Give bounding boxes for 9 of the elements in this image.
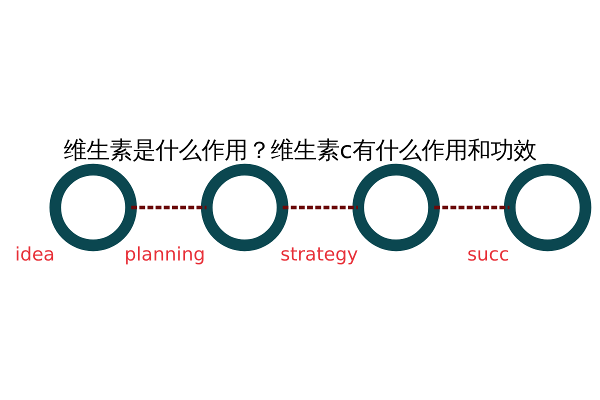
diagram-title: 维生素是什么作用？维生素c有什么作用和功效 — [64, 136, 536, 164]
node-circle — [504, 163, 592, 251]
connector — [131, 205, 207, 209]
node-label: idea — [14, 244, 55, 265]
node-label: strategy — [280, 244, 358, 265]
connector — [282, 205, 358, 209]
node-label: succ — [467, 244, 510, 265]
node-label: planning — [124, 244, 206, 265]
connector — [434, 205, 510, 209]
